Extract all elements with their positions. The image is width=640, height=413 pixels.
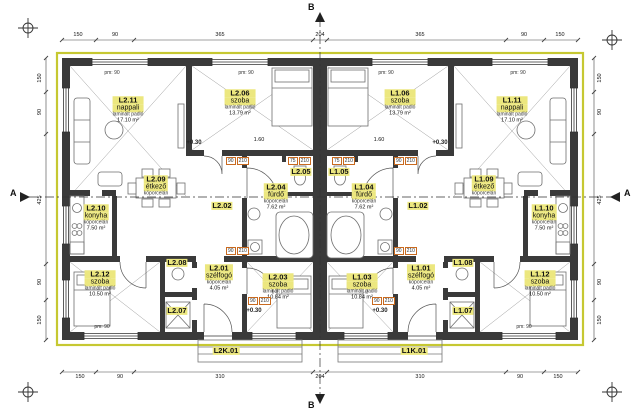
- dining-table-icon: [135, 177, 177, 199]
- coffee-table-icon: [104, 120, 124, 140]
- unit-left-geometry: [62, 58, 314, 363]
- sink-icon: [72, 203, 82, 213]
- entrance-opening: [204, 332, 232, 340]
- windows: [62, 58, 297, 340]
- armchair-icon: [97, 171, 123, 187]
- dimension-chains: [43, 37, 597, 375]
- sofa-icon: [73, 97, 91, 165]
- window: [211, 58, 269, 66]
- terrace: [197, 339, 303, 363]
- survey-marker-icon: [602, 30, 622, 50]
- window: [62, 87, 70, 133]
- unit-right-geometry: [326, 57, 579, 363]
- survey-marker-icon: [602, 382, 622, 402]
- furniture: [69, 67, 314, 329]
- fridge-icon: [69, 241, 85, 255]
- washbasin-icon: [247, 207, 261, 221]
- corner-markers: [18, 18, 622, 402]
- shower-icon: [165, 301, 191, 329]
- window: [62, 279, 70, 319]
- survey-marker-icon: [18, 382, 38, 402]
- section-line-b: [315, 12, 325, 404]
- tv-cabinet-icon: [177, 103, 185, 149]
- window: [91, 58, 149, 66]
- window: [83, 332, 139, 340]
- boiler-icon: [171, 267, 185, 281]
- door-swings: [119, 155, 278, 333]
- bathtub-icon: [275, 211, 314, 259]
- window: [251, 332, 297, 340]
- party-wall: [313, 58, 327, 340]
- window: [62, 205, 70, 245]
- survey-marker-icon: [18, 18, 38, 38]
